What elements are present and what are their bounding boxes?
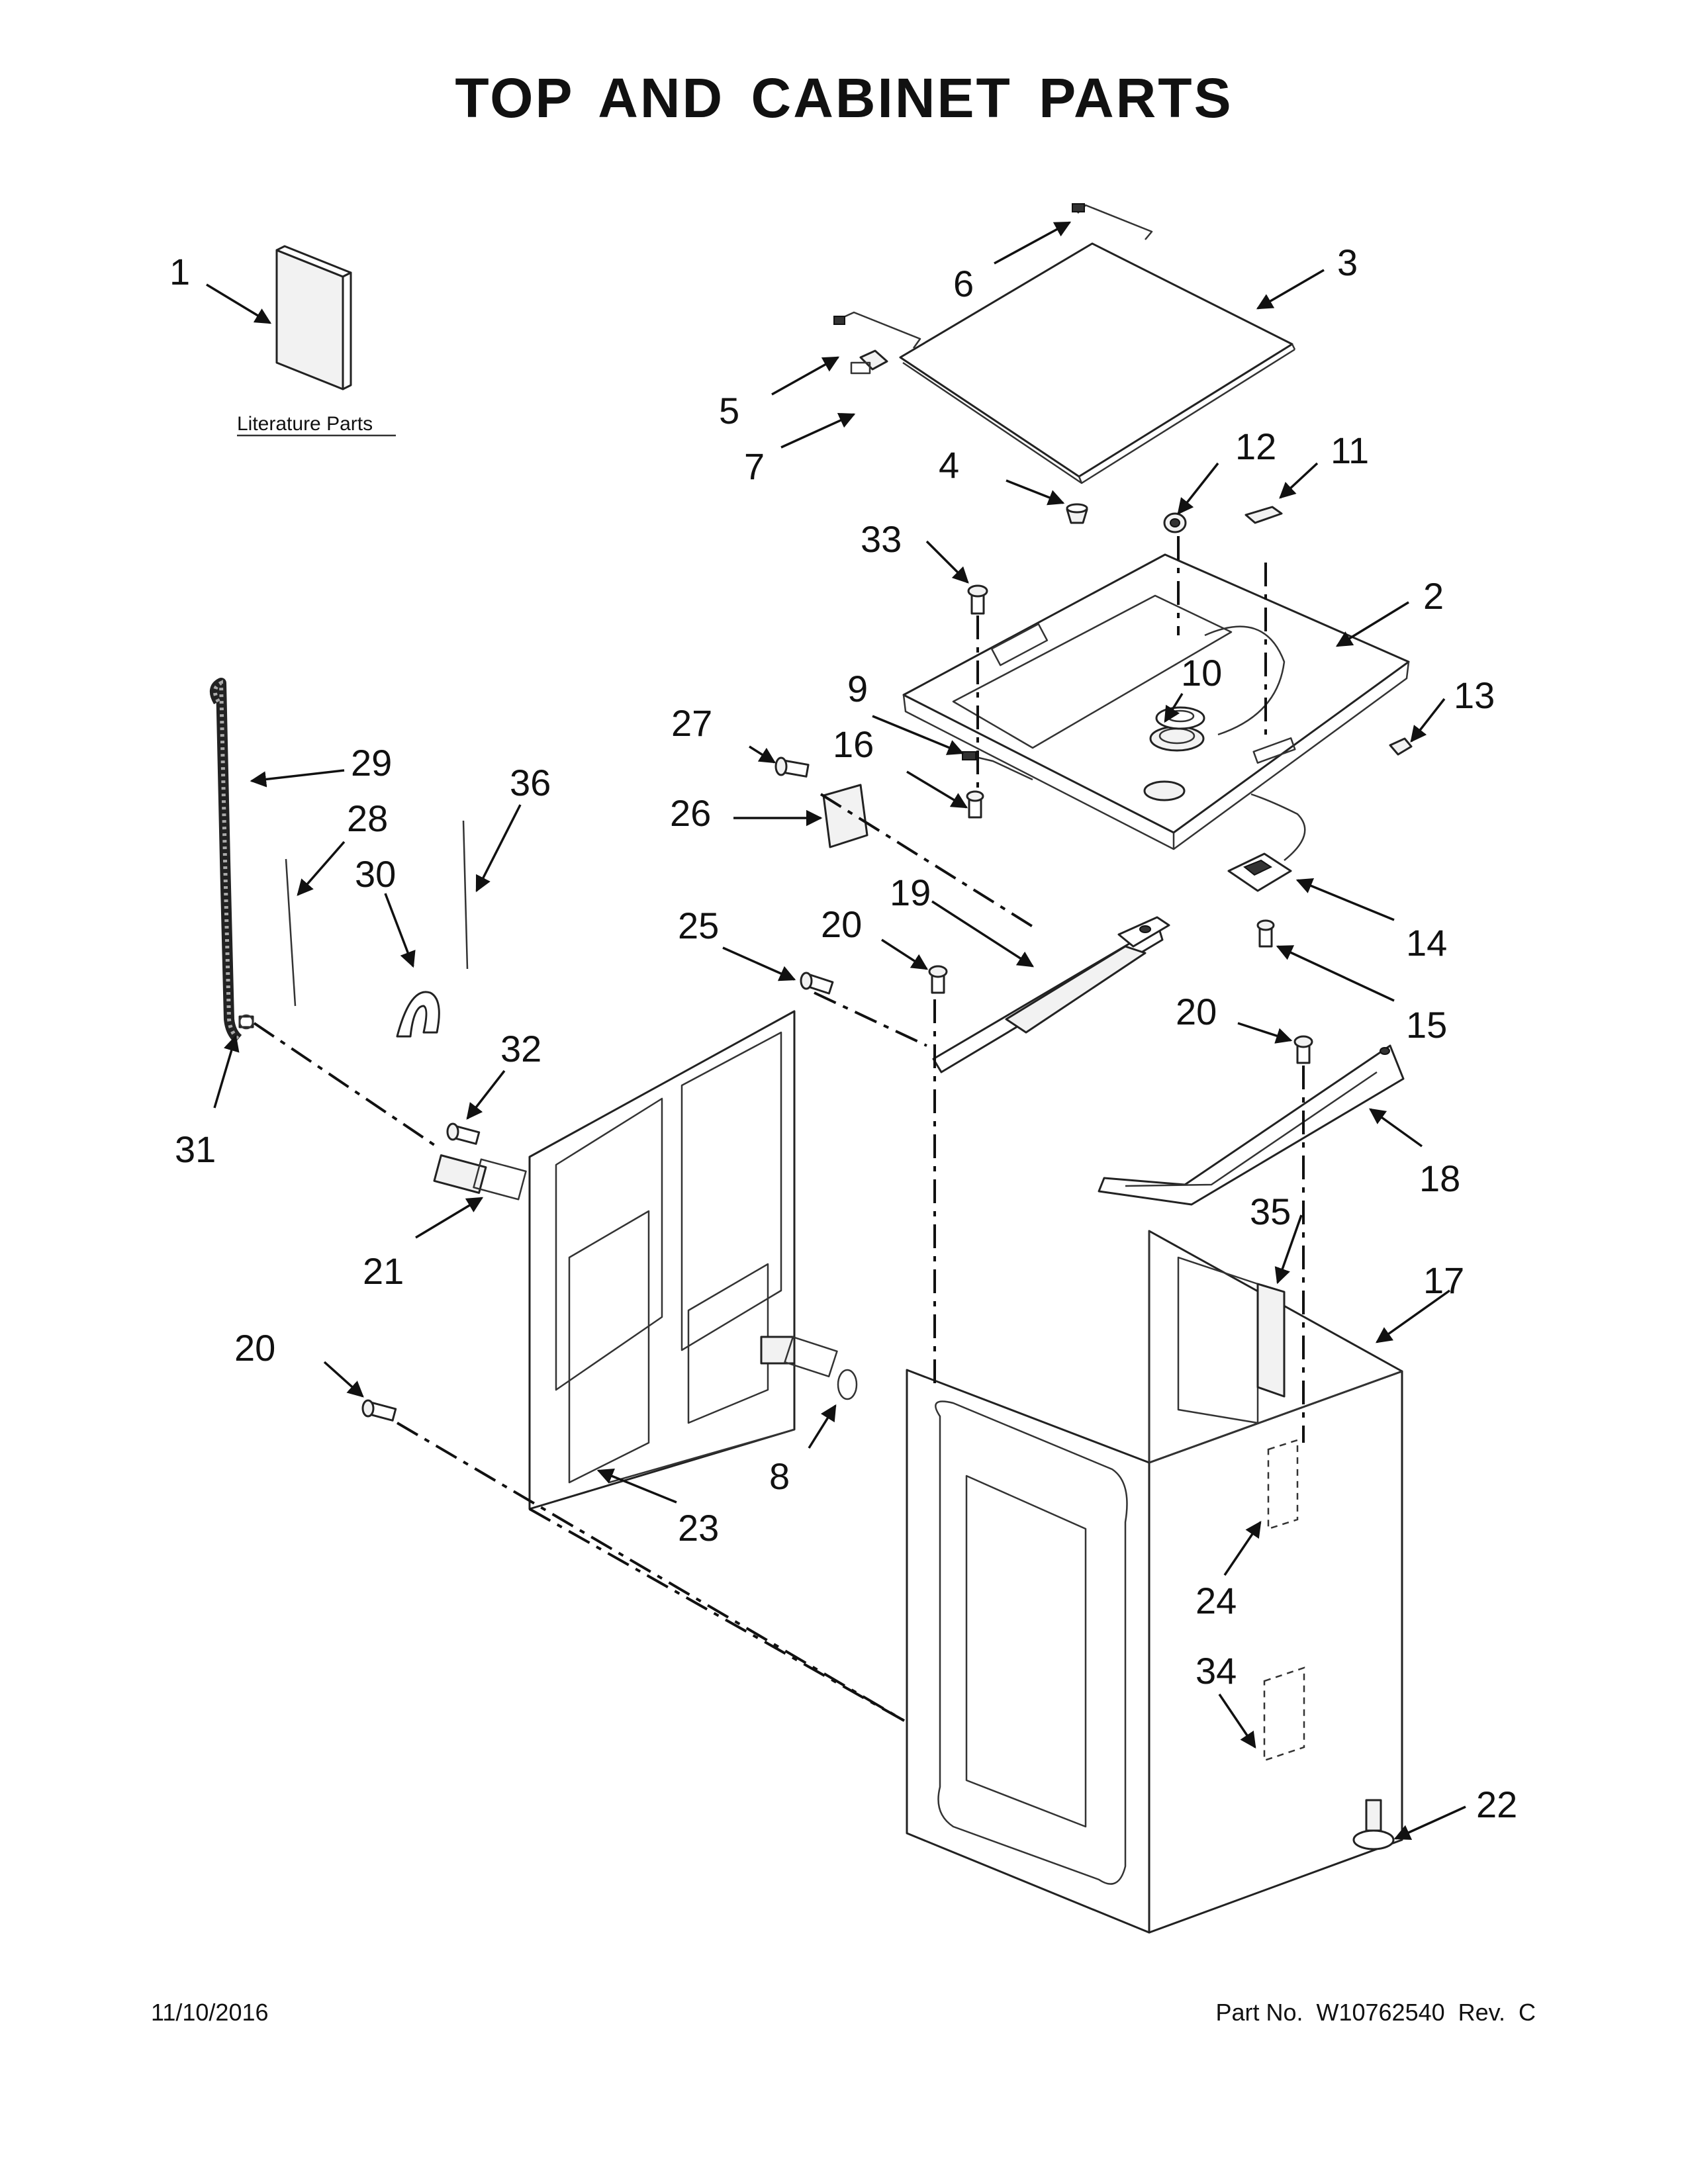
page-title: TOP AND CABINET PARTS: [455, 67, 1233, 129]
hose-ring: [837, 1369, 858, 1400]
callout-19: 19: [890, 872, 931, 913]
hose-clamp: [238, 1014, 254, 1030]
callout-3: 3: [1337, 242, 1358, 283]
lid-hinge-rear: [1072, 203, 1153, 240]
callout-8: 8: [769, 1455, 790, 1497]
callout-15: 15: [1406, 1004, 1447, 1046]
callout-21: 21: [363, 1250, 404, 1292]
callout-18: 18: [1419, 1158, 1460, 1199]
callout-30: 30: [355, 853, 396, 895]
top-screw: [967, 584, 988, 615]
footer-date: 11/10/2016: [151, 1999, 269, 2026]
cabinet: [906, 1230, 1403, 1934]
callout-4: 4: [939, 444, 959, 486]
callout-16: 16: [833, 723, 874, 765]
callout-22: 22: [1476, 1784, 1517, 1825]
callout-5: 5: [719, 390, 739, 432]
water-inlet-valve: [433, 1154, 527, 1201]
callout-11: 11: [1331, 430, 1369, 471]
callout-14: 14: [1406, 922, 1447, 964]
lid-lock-latch: [1244, 506, 1283, 524]
rear-panel-screw-bottom: [361, 1399, 397, 1422]
tie-strap-right: [462, 820, 469, 970]
bracket-screw-center: [928, 965, 948, 994]
callout-31: 31: [175, 1128, 216, 1170]
rear-hose-fitting: [760, 1336, 838, 1378]
leader-arrows: [206, 221, 1466, 1841]
callout-20-center: 20: [821, 903, 862, 945]
bracket-screw-right: [1293, 1035, 1313, 1064]
callout-10: 10: [1181, 652, 1222, 694]
literature-booklet: [275, 245, 352, 390]
bracket-screw: [966, 790, 984, 819]
alignment-lines: [253, 536, 1305, 1722]
lid: [899, 242, 1296, 484]
leveling-foot: [1352, 1799, 1395, 1850]
label-24: [1267, 1439, 1299, 1530]
literature-parts-label: Literature Parts: [237, 413, 373, 435]
wiring-diagram: [1256, 1283, 1286, 1398]
rear-panel: [528, 1010, 796, 1510]
rear-bracket: [932, 916, 1170, 1073]
callout-20-right: 20: [1176, 991, 1217, 1032]
callout-7: 7: [744, 445, 765, 487]
callout-23: 23: [678, 1507, 719, 1549]
tie-strap-left: [285, 858, 297, 1007]
callout-34: 34: [1196, 1650, 1237, 1692]
callout-36: 36: [510, 762, 551, 803]
callout-28: 28: [347, 797, 388, 839]
callout-35: 35: [1250, 1191, 1291, 1232]
callout-9: 9: [847, 668, 868, 709]
grommet: [1163, 512, 1187, 533]
lid-hinge-front: [833, 311, 921, 349]
callout-17: 17: [1423, 1259, 1464, 1301]
callout-6: 6: [953, 263, 974, 304]
callout-24: 24: [1196, 1580, 1237, 1621]
lid-switch: [1227, 793, 1306, 892]
clip: [1389, 737, 1413, 756]
callout-12: 12: [1235, 426, 1276, 467]
callout-1: 1: [169, 251, 190, 293]
callout-29: 29: [351, 742, 392, 784]
drain-hose: [209, 678, 242, 1044]
hinge-screw: [850, 349, 888, 375]
callout-20-left: 20: [234, 1327, 275, 1369]
label-34: [1263, 1666, 1305, 1762]
switch-screw: [1256, 919, 1275, 948]
callout-27: 27: [671, 702, 712, 744]
pump-screw: [446, 1122, 481, 1145]
side-bracket: [822, 784, 868, 848]
callout-32: 32: [500, 1028, 541, 1069]
top-panel: [902, 553, 1410, 850]
callout-33: 33: [861, 518, 902, 560]
lid-bumper: [1066, 503, 1088, 524]
callout-13: 13: [1454, 674, 1495, 716]
callout-25: 25: [678, 905, 719, 946]
hose-guide: [396, 991, 440, 1038]
callout-26: 26: [670, 792, 711, 834]
callout-2: 2: [1423, 575, 1444, 617]
rear-panel-screw-top: [800, 972, 834, 995]
right-top-bracket: [1098, 1044, 1405, 1206]
callout-numbers: 1 2 3 4 5 6 7 8 9 10 11 12 13 14 15 16 1…: [169, 242, 1517, 1825]
side-screw: [774, 756, 810, 778]
footer-part-number: Part No. W10762540 Rev. C: [1215, 1999, 1536, 2026]
